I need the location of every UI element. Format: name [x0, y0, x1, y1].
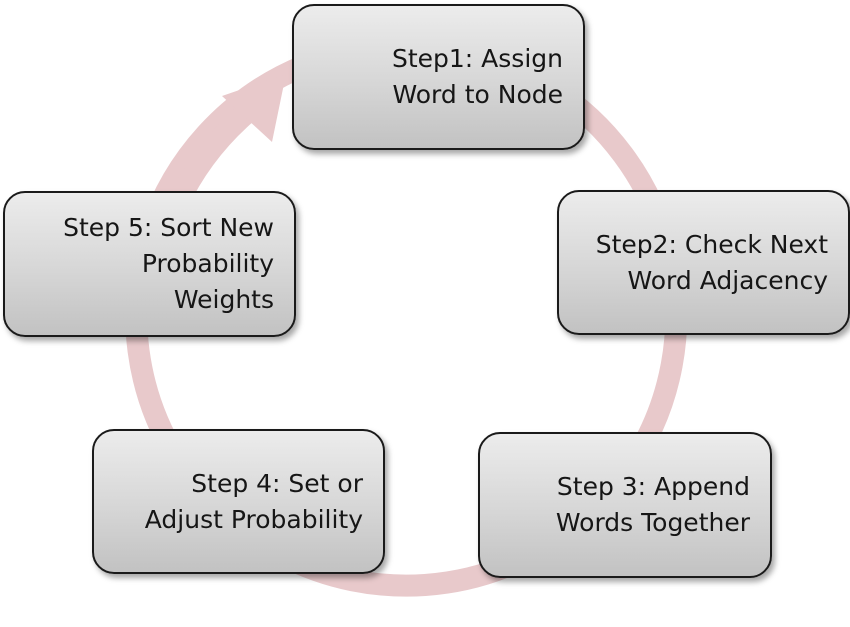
step-4-box: Step 4: Set or Adjust Probability	[92, 429, 385, 574]
step-2-box: Step2: Check Next Word Adjacency	[557, 190, 850, 335]
cycle-ring	[125, 34, 688, 597]
step-1-box: Step1: Assign Word to Node	[292, 4, 585, 150]
step-3-box: Step 3: Append Words Together	[478, 432, 772, 578]
step-3-label: Step 3: Append Words Together	[555, 472, 750, 537]
step-4-label: Step 4: Set or Adjust Probability	[144, 468, 363, 534]
step-1-label: Step1: Assign Word to Node	[391, 44, 563, 109]
cycle-arrowhead	[222, 74, 286, 142]
step-5-box: Step 5: Sort New Probability Weights	[3, 191, 296, 337]
step-2-label: Step2: Check Next Word Adjacency	[595, 229, 828, 295]
step-5-label: Step 5: Sort New Probability Weights	[63, 213, 274, 314]
